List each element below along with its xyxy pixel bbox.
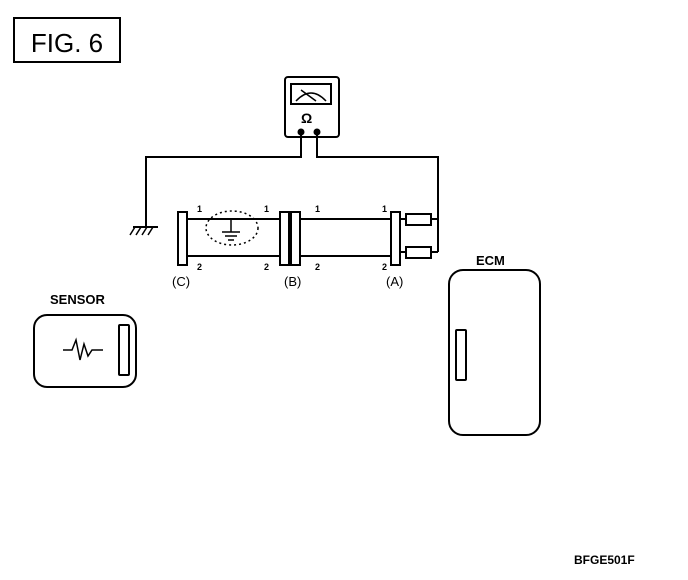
connector-c-label: (C) — [172, 274, 191, 289]
probe-tip-upper — [405, 213, 432, 226]
ohmmeter-dial — [290, 83, 332, 105]
connector-c — [177, 211, 188, 266]
ohmmeter-body — [284, 76, 340, 138]
ecm-label: ECM — [476, 253, 505, 268]
pin-c-1: 1 — [197, 204, 203, 214]
pin-a-2: 2 — [382, 262, 388, 272]
probe-jack-right — [313, 128, 321, 136]
connector-a — [390, 211, 438, 266]
connector-b-label: (B) — [284, 274, 302, 289]
short-circuit-indicator — [205, 210, 259, 246]
figure-title: FIG. 6 — [30, 28, 104, 58]
pin-b-left-2: 2 — [264, 262, 270, 272]
ground-symbol — [129, 226, 158, 236]
probe-jack-left — [297, 128, 305, 136]
connector-b — [279, 211, 301, 266]
ohm-symbol: Ω — [301, 110, 313, 126]
ohmmeter — [284, 76, 340, 138]
ohmmeter-needle — [300, 89, 317, 102]
sensor-label: SENSOR — [50, 292, 105, 307]
ohmmeter-scale-arc — [295, 92, 327, 102]
meter-lead-signal — [316, 134, 439, 252]
probe-tip-lower — [405, 246, 432, 259]
pin-c-2: 2 — [197, 262, 203, 272]
figure-title-box: FIG. 6 — [13, 17, 121, 63]
meter-lead-ground — [145, 134, 302, 227]
ecm-module — [448, 269, 541, 436]
pin-b-right-1: 1 — [315, 204, 321, 214]
sensor-waveform — [63, 337, 103, 361]
figure-code: BFGE501F — [574, 553, 635, 567]
pin-b-right-2: 2 — [315, 262, 321, 272]
pin-a-1: 1 — [382, 204, 388, 214]
pin-b-left-1: 1 — [264, 204, 270, 214]
connector-a-label: (A) — [386, 274, 404, 289]
sensor-module — [33, 314, 137, 388]
